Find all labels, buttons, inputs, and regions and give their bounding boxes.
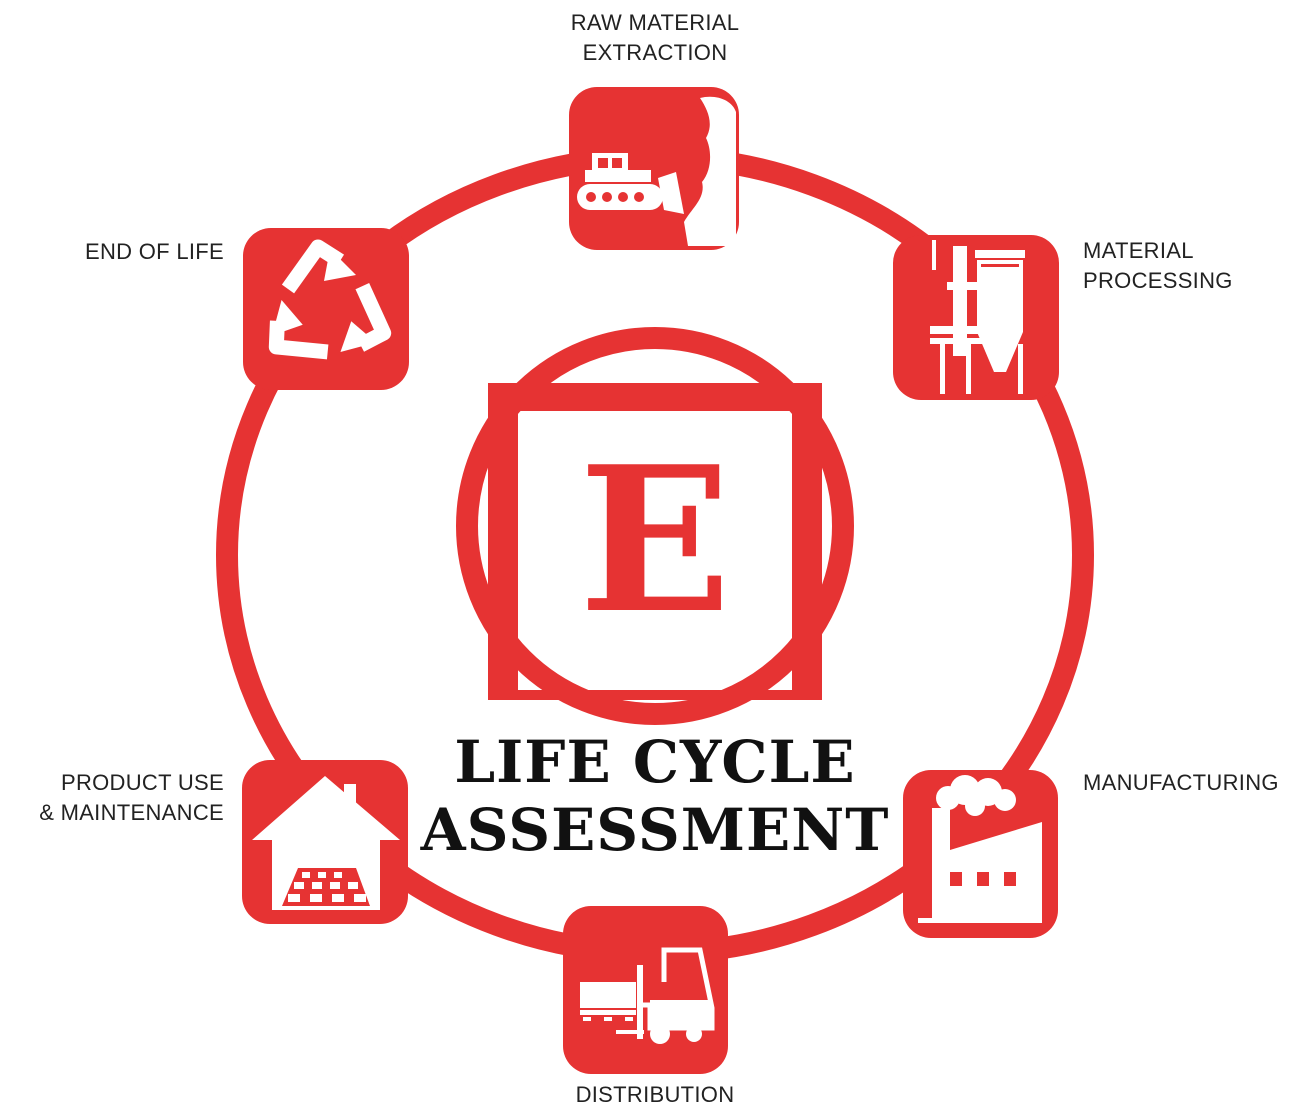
- stage-label-end-of-life-line1: END OF LIFE: [85, 239, 224, 264]
- bulldozer-icon: [577, 96, 736, 247]
- silo-plant-icon: [930, 240, 1025, 394]
- stage-label-raw-line2: EXTRACTION: [582, 40, 728, 65]
- stage-label-distribution-line1: DISTRIBUTION: [575, 1082, 735, 1107]
- stage-label-raw: RAW MATERIAL EXTRACTION: [555, 8, 755, 68]
- stage-label-product-use-line2: & MAINTENANCE: [39, 800, 224, 825]
- stage-tile-product-use: [242, 760, 408, 924]
- diagram-title-line1: LIFE CYCLE: [454, 728, 856, 796]
- stage-tile-raw: [569, 87, 739, 250]
- stage-label-processing-line2: PROCESSING: [1083, 268, 1233, 293]
- stage-label-product-use-line1: PRODUCT USE: [60, 770, 224, 795]
- stage-label-end-of-life: END OF LIFE: [10, 237, 224, 267]
- stage-tile-processing: [893, 235, 1059, 400]
- factory-icon: [918, 775, 1042, 923]
- stage-tile-end-of-life: [243, 228, 409, 390]
- recycle-icon: [268, 239, 392, 360]
- stage-label-product-use: PRODUCT USE & MAINTENANCE: [10, 768, 224, 828]
- center-logo: E: [456, 327, 854, 725]
- house-icon: [252, 776, 400, 910]
- forklift-icon: [580, 947, 715, 1044]
- stage-tile-distribution: [563, 906, 728, 1074]
- stage-label-manufacturing: MANUFACTURING: [1083, 768, 1279, 798]
- stage-label-manufacturing-line1: MANUFACTURING: [1083, 770, 1279, 795]
- stage-tile-manufacturing: [903, 770, 1058, 938]
- logo-letter: E: [579, 423, 731, 658]
- stage-label-raw-line1: RAW MATERIAL: [570, 10, 740, 35]
- stage-label-processing: MATERIAL PROCESSING: [1083, 236, 1233, 296]
- diagram-title-line2: ASSESSMENT: [420, 796, 890, 864]
- stage-label-processing-line1: MATERIAL: [1083, 238, 1194, 263]
- stage-label-distribution: DISTRIBUTION: [545, 1080, 765, 1110]
